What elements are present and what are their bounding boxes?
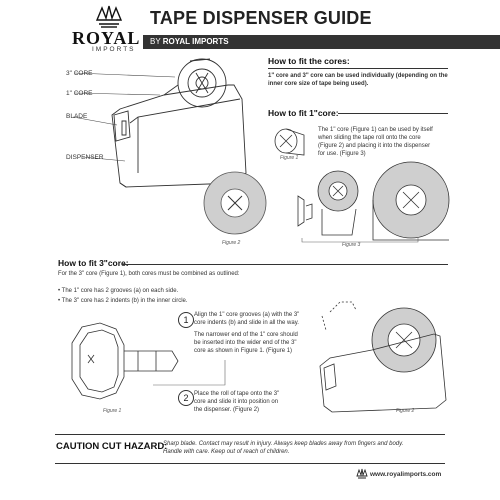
logo-subtitle: IMPORTS — [92, 46, 136, 53]
fit-1core-text-line3: (Figure 2) and placing it into the dispe… — [318, 143, 431, 149]
step-1-line-d: be inserted into the wider end of the 3" — [194, 340, 297, 346]
caution-line1: Sharp blade. Contact may result in injur… — [163, 441, 404, 447]
fit-3core-intro: For the 3" core (Figure 1), both cores m… — [58, 271, 240, 277]
fig2-caption-top: Figure 2 — [222, 240, 241, 246]
fit-1core-text-line1: The 1" core (Figure 1) can be used by it… — [318, 127, 433, 133]
caution-title: CAUTION CUT HAZARD: — [56, 441, 168, 452]
fit-3core-rule — [122, 264, 448, 265]
step-2-line-c: the dispenser. (Figure 2) — [194, 407, 260, 413]
byline-brand: ROYAL IMPORTS — [162, 37, 229, 46]
fig2-caption-bottom: Figure 2 — [396, 408, 415, 414]
label-1-core: 1" CORE — [66, 90, 93, 97]
fit-1core-rule — [338, 113, 448, 114]
step-2-line-a: Place the roll of tape onto the 3" — [194, 391, 280, 397]
fit-3core-bullet2-text: The 3" core has 2 indents (b) in the inn… — [61, 298, 188, 304]
label-3-core: 3" CORE — [66, 70, 93, 77]
step-2-line-b: core and slide it into position on — [194, 399, 279, 405]
footer-crown-icon — [356, 468, 368, 479]
fig1-caption-bottom: Figure 1 — [103, 408, 122, 414]
step-1-line-c: The narrower end of the 1" core should — [194, 332, 298, 338]
caution-line2: Handle with care. Keep out of reach of c… — [163, 449, 290, 455]
step-1-line-b: core indents (b) and slide in all the wa… — [194, 320, 299, 326]
tape-roll-figure — [203, 171, 267, 235]
label-pointers — [72, 72, 176, 162]
label-blade: BLADE — [66, 113, 88, 120]
fit-1core-heading: How to fit 1"core: — [268, 108, 339, 118]
fit-3core-heading: How to fit 3"core: — [58, 258, 129, 268]
caution-text: Sharp blade. Contact may result in injur… — [163, 440, 443, 456]
caution-box — [55, 434, 445, 464]
fit-cores-heading: How to fit the cores: — [268, 56, 350, 66]
dispenser-mounted-figure — [372, 161, 450, 241]
page-title: TAPE DISPENSER GUIDE — [150, 8, 372, 28]
fit-3core-bullet2: • The 3" core has 2 indents (b) in the i… — [58, 298, 188, 304]
core-assembly-figure — [71, 322, 179, 400]
fig1-caption-top: Figure 1 — [280, 155, 299, 161]
step-1-badge: 1 — [178, 312, 194, 328]
fit-1core-text: The 1" core (Figure 1) can be used by it… — [318, 126, 453, 158]
fig3-caption: Figure 3 — [342, 242, 361, 248]
step-1-text: Align the 1" core grooves (a) with the 3… — [194, 311, 314, 355]
step-connector — [153, 360, 226, 386]
byline-prefix: BY — [150, 37, 163, 46]
step-1-line-e: core as shown in Figure 1. (Figure 1) — [194, 348, 293, 354]
dispenser-3core-figure — [319, 301, 447, 413]
byline-bar — [143, 35, 500, 49]
step-2-text: Place the roll of tape onto the 3" core … — [194, 390, 314, 414]
label-dispenser: DISPENSER — [66, 154, 104, 161]
fit-3core-bullet1-text: The 1" core has 2 grooves (a) on each si… — [61, 288, 179, 294]
dispenser-side-figure — [317, 170, 359, 236]
fit-3core-bullet1: • The 1" core has 2 grooves (a) on each … — [58, 288, 179, 294]
dispenser-diagram — [111, 58, 247, 188]
byline: BY ROYAL IMPORTS — [150, 37, 229, 46]
crown-logo-icon — [95, 5, 123, 28]
step-1-line-a: Align the 1" core grooves (a) with the 3… — [194, 312, 300, 318]
core-1-figure — [274, 128, 305, 156]
step-2-badge: 2 — [178, 390, 194, 406]
fig3-bracket — [301, 238, 419, 243]
core-clip-figure — [297, 195, 313, 227]
logo-wordmark: ROYAL — [72, 28, 141, 48]
fit-1core-text-line4: for use. (Figure 3) — [318, 151, 366, 157]
fit-cores-rule — [268, 68, 448, 69]
fit-cores-text: 1" core and 3" core can be used individu… — [268, 73, 448, 87]
fit-1core-text-line2: when sliding the tape roll onto the core — [318, 135, 421, 141]
footer-url[interactable]: www.royalimports.com — [370, 471, 442, 478]
